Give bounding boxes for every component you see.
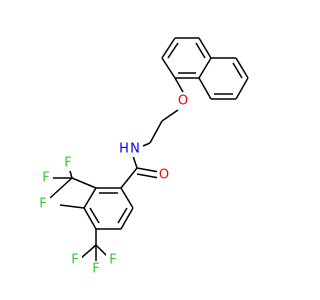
bond <box>235 77 249 100</box>
bond <box>89 207 100 224</box>
atom-label-fluorine: F <box>109 253 116 268</box>
bond <box>83 207 97 230</box>
bond <box>174 77 184 93</box>
atom-label-fluorine: F <box>39 197 46 212</box>
atom-label-fluorine: F <box>71 253 78 268</box>
bond <box>59 204 85 209</box>
bond <box>49 177 73 199</box>
bond <box>149 120 163 144</box>
atom-label-fluorine: F <box>92 262 99 277</box>
bond <box>120 187 134 209</box>
bond <box>232 62 243 79</box>
atom-label-layer: O H N O F F F F F F <box>36 93 190 277</box>
bond <box>142 142 151 147</box>
bond <box>195 42 206 59</box>
bond-layer <box>49 37 249 262</box>
bond <box>120 207 134 230</box>
atom-label-hydrogen-amide: H <box>119 142 129 157</box>
bond <box>79 244 97 260</box>
bond <box>198 57 212 79</box>
bond <box>117 207 128 224</box>
bond <box>83 187 97 209</box>
atom-label-oxygen-carbonyl: O <box>159 168 169 183</box>
bond <box>161 57 176 79</box>
bond <box>167 42 179 59</box>
bond <box>136 173 160 179</box>
atom-label-fluorine: F <box>42 171 49 186</box>
atom-label-oxygen-ether: O <box>178 94 188 109</box>
bond <box>235 57 249 79</box>
molecule-structure: O H N O F F F F F F <box>36 37 249 277</box>
bond <box>198 37 212 59</box>
bond <box>71 177 97 189</box>
bond <box>136 167 160 173</box>
bond <box>161 37 176 59</box>
atom-label-nitrogen-amide: N <box>130 142 140 157</box>
bond <box>198 77 212 100</box>
bond <box>132 155 138 169</box>
bond <box>161 109 179 122</box>
bond <box>120 167 138 189</box>
atom-label-fluorine: F <box>64 156 71 171</box>
